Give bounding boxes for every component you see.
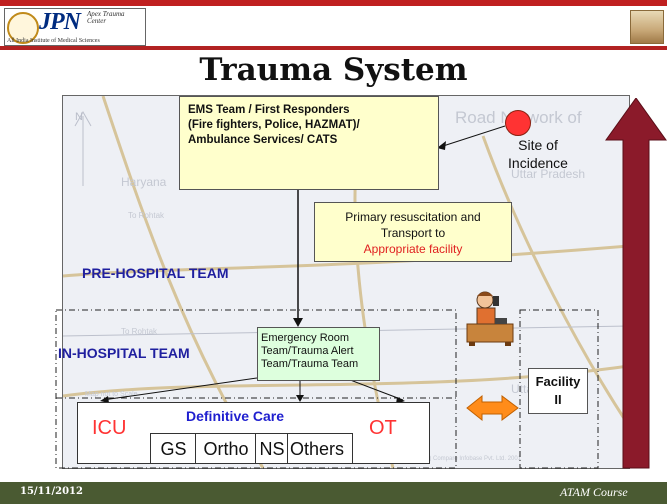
header-top-bar [0,0,667,6]
map-copyright: Copyright (c) Compare Infobase Pvt. Ltd.… [397,456,522,462]
ems-team-text: EMS Team / First Responders (Fire fighte… [188,103,433,148]
emergency-room-team-box: Emergency Room Team/Trauma Alert Team/Tr… [257,327,380,381]
north-label: N [75,111,83,123]
facility-text: Facility II [529,373,587,409]
map-label-rohtak-1: To Rohtak [128,211,165,220]
slide-title: Trauma System [199,52,468,88]
jpn-logo: JPN Apex Trauma Center All India Institu… [4,8,146,46]
facility-ii-box: Facility II [528,368,588,414]
unit-ortho: Ortho [195,433,256,464]
primary-line-2: Transport to [380,226,446,240]
definitive-care-title: Definitive Care [186,408,285,424]
institute-name: All India Institute of Medical Sciences [7,38,100,44]
primary-resuscitation-box: Primary resuscitation and Transport to A… [314,202,512,262]
er-team-text: Emergency Room Team/Trauma Alert Team/Tr… [261,332,379,371]
site-line-1: Site of [518,137,558,153]
er-line-3: Team/Trauma Team [261,358,359,370]
dispatcher-phone-icon [466,291,514,346]
map-label-scale: Map not to Scale [85,391,138,398]
map-label-uttar-pradesh-1: Uttar Pradesh [511,167,585,181]
primary-line-3: Appropriate facility [363,242,463,256]
pre-hospital-team-label: PRE-HOSPITAL TEAM [82,265,229,281]
site-line-2: Incidence [508,155,568,171]
icu-label: ICU [92,417,127,439]
upward-arrow-icon [605,98,667,469]
ems-line-2: (Fire fighters, Police, HAZMAT)/ [188,119,360,131]
primary-resuscitation-text: Primary resuscitation and Transport to A… [319,209,507,257]
incident-site-marker [505,110,531,136]
in-hospital-team-label: IN-HOSPITAL TEAM [58,345,190,361]
facility-line-1: Facility [535,374,581,389]
er-line-2: Team/Trauma Alert [261,345,354,357]
map-label-haryana: Haryana [121,175,167,189]
logo-text: JPN [39,9,81,35]
footer-course: ATAM Course [560,485,628,499]
map-label-rohtak-2: To Rohtak [121,327,158,336]
ems-line-1: EMS Team / First Responders [188,104,350,116]
unit-ns: NS [255,433,288,464]
footer-bar: 15/11/2012 ATAM Course [0,482,667,504]
facility-line-2: II [554,392,562,407]
unit-others: Others [287,433,353,464]
footer-date: 15/11/2012 [20,486,83,497]
building-photo-icon [630,10,664,44]
header-separator [0,46,667,50]
ems-team-box: EMS Team / First Responders (Fire fighte… [179,96,439,190]
primary-line-1: Primary resuscitation and [345,210,481,224]
logo-subtitle: Apex Trauma Center [87,10,125,25]
site-of-incidence-label: Site of Incidence [478,136,598,172]
definitive-care-box: Definitive Care ICU OT GS Ortho NS Other… [77,402,430,464]
unit-gs: GS [150,433,196,464]
emblem-icon [7,12,39,44]
er-line-1: Emergency Room [261,332,350,344]
ems-line-3: Ambulance Services/ CATS [188,134,338,146]
ot-label: OT [369,417,397,439]
